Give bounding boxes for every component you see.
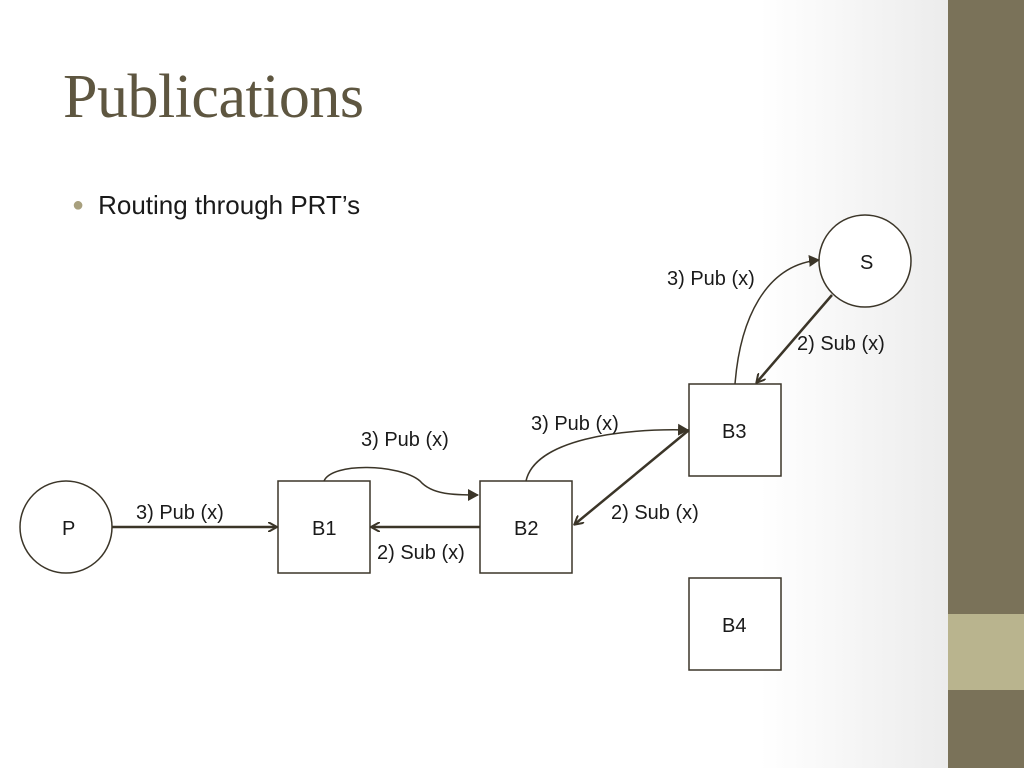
bullet-dot-icon: ● [72,194,85,216]
node-b2: B2 [479,480,573,574]
edge-b2-to-b3-pub [525,423,689,482]
node-s-label: S [860,252,873,274]
node-b1-label: B1 [312,518,336,540]
node-b4-label: B4 [722,615,746,637]
label-b3-to-s-pub: 3) Pub (x) [667,268,755,290]
node-s: S [818,214,912,308]
label-b2-to-b1-sub: 2) Sub (x) [377,542,465,564]
label-b3-to-b2-sub: 2) Sub (x) [611,502,699,524]
edge-b3-to-b2-sub [575,429,690,524]
node-b4: B4 [688,577,782,671]
bullet-item: ● Routing through PRT’s [72,190,360,221]
node-b3-label: B3 [722,421,746,443]
bullet-text: Routing through PRT’s [98,190,361,220]
side-accent-block [948,614,1024,690]
node-p: P [19,480,113,574]
node-p-label: P [62,518,75,540]
node-b1: B1 [277,480,371,574]
slide-title: Publications [63,63,364,131]
node-b3: B3 [688,383,782,477]
label-p-to-b1-pub: 3) Pub (x) [136,502,224,524]
label-b2-to-b3-pub: 3) Pub (x) [531,413,619,435]
label-b1-to-b2-pub: 3) Pub (x) [361,429,449,451]
label-s-to-b3-sub: 2) Sub (x) [797,333,885,355]
edge-b3-to-s-pub [734,254,820,385]
edge-s-to-b3-sub [757,294,833,382]
node-b2-label: B2 [514,518,538,540]
edge-b1-to-b2-pub [323,466,479,501]
